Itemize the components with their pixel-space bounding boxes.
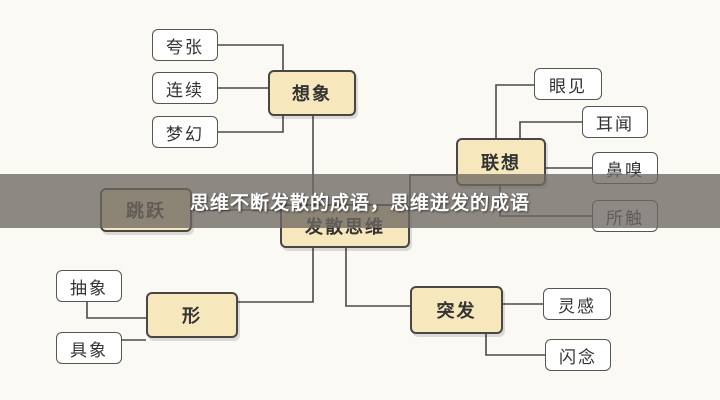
leaf-node-chouxiang: 抽象 [56,270,122,302]
connector-lianxiang-erwen [519,121,582,138]
connector-xing-center [238,248,314,303]
connector-tufa-center [345,248,410,307]
leaf-node-yanjian: 眼见 [534,68,602,100]
branch-node-xing: 形 [146,292,238,338]
leaf-node-lianxu: 连续 [152,72,218,104]
leaf-node-shannian: 闪念 [545,339,611,371]
connector-lianxiang-yanjian [495,84,534,138]
title-banner-background [0,174,720,228]
connector-tufa-shannian [485,333,545,356]
leaf-node-kuazhang: 夸张 [152,29,218,61]
leaf-node-juxiang: 具象 [56,332,122,364]
connector-xiangxiang-menghuan [218,116,284,133]
branch-node-tufa: 突发 [410,286,503,334]
connector-xing-chouxiang [86,300,146,319]
leaf-node-menghuan: 梦幻 [152,116,218,148]
title-banner-text: 思维不断发散的成语，思维迸发的成语 [189,191,530,214]
connector-xiangxiang-kuazhang [218,44,284,72]
leaf-node-linggan: 灵感 [543,288,611,320]
branch-node-xiangxiang: 想象 [268,70,356,116]
leaf-node-erwen: 耳闻 [582,106,648,138]
